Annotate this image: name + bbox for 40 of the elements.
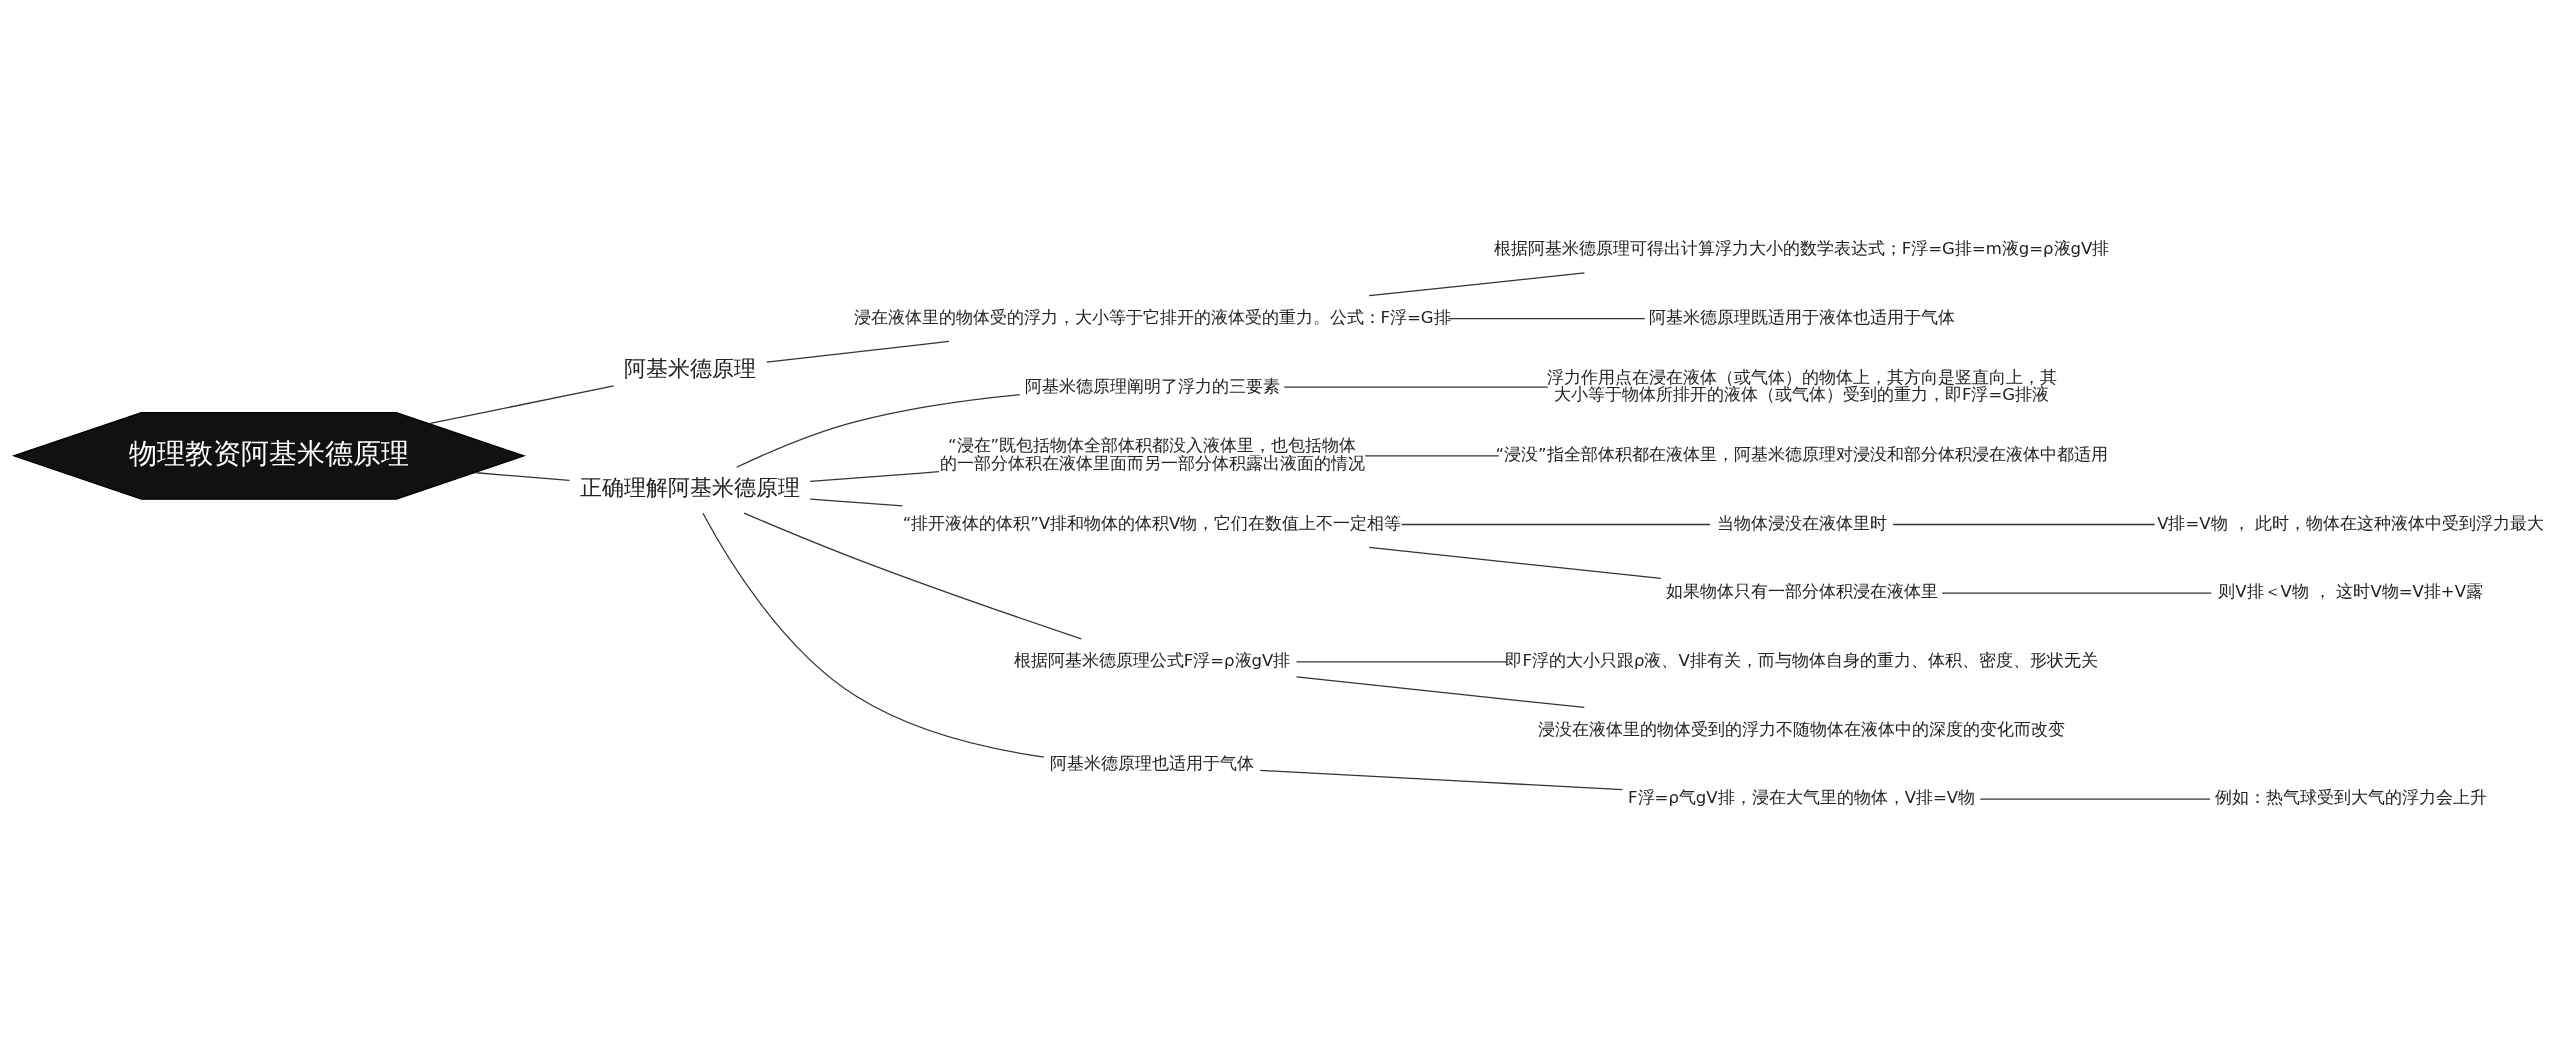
node-text: 浮力作用点在浸在液体（或气体）的物体上，其方向是竖直向上，其大小等于物体所排开的液体（或气体）受到的重力，即F浮=G排液 (1546, 367, 2057, 404)
connector (809, 497, 904, 507)
node-text: V排=V物 ， 此时，物体在这种液体中受到浮力最大 (2157, 513, 2545, 533)
connector (428, 384, 615, 424)
connector (809, 470, 940, 482)
node-text: 阿基米德原理阐明了浮力的三要素 (1024, 376, 1280, 396)
node-text: 阿基米德原理也适用于气体 (1050, 753, 1255, 773)
connector (1364, 454, 1500, 456)
connector (766, 340, 950, 363)
node-text: F浮=ρ气gV排，浸在大气里的物体，V排=V物 (1628, 787, 1976, 807)
node-text: 即F浮的大小只跟ρ液、V排有关，而与物体自身的重力、体积、密度、形状无关 (1505, 650, 2098, 670)
node-text: 浸在液体里的物体受的浮力，大小等于它排开的液体受的重力。公式：F浮=G排 (853, 307, 1451, 327)
node-text: “浸在”既包括物体全部体积都没入液体里，也包括物体的一部分体积在液体里面而另一部分体积露出液面的情况 (939, 435, 1365, 473)
connector (474, 471, 571, 481)
node-text: “浸没”指全部体积都在液体里，阿基米德原理对浸没和部分体积浸在液体中都适用 (1495, 444, 2108, 464)
connector (1979, 797, 2211, 800)
node-text: 如果物体只有一部分体积浸在液体里 (1665, 581, 1938, 601)
node-text: “排开液体的体积”V排和物体的体积V物，它们在数值上不一定相等 (902, 513, 1402, 533)
connector (1283, 386, 1549, 388)
connector (1447, 317, 1646, 319)
connector (743, 511, 1082, 639)
connector (1941, 592, 2212, 594)
connector (1368, 271, 1586, 296)
connector (702, 512, 1045, 758)
node-text: 则V排＜V物 ， 这时V物=V排+V露 (2218, 581, 2483, 601)
node-text: 浸没在液体里的物体受到的浮力不随物体在液体中的深度的变化而改变 (1538, 719, 2066, 739)
connector (1295, 660, 1509, 662)
node-text: 阿基米德原理既适用于液体也适用于气体 (1648, 307, 1955, 327)
node-text: 根据阿基米德原理公式F浮=ρ液gV排 (1013, 650, 1291, 670)
node-text: 正确理解阿基米德原理 (580, 474, 801, 500)
node-text: 阿基米德原理 (624, 355, 757, 381)
node-text: 根据阿基米德原理可得出计算浮力大小的数学表达式；F浮=G排=m液g=ρ液gV排 (1493, 238, 2110, 258)
connector (1368, 546, 1662, 579)
node-text: 当物体浸没在液体里时 (1716, 513, 1887, 533)
connector (736, 393, 1021, 468)
connector (1295, 675, 1585, 708)
connector (1259, 769, 1624, 790)
node-text: 例如：热气球受到大气的浮力会上升 (2214, 787, 2487, 807)
connector (1401, 523, 1711, 525)
connector (1892, 523, 2156, 525)
